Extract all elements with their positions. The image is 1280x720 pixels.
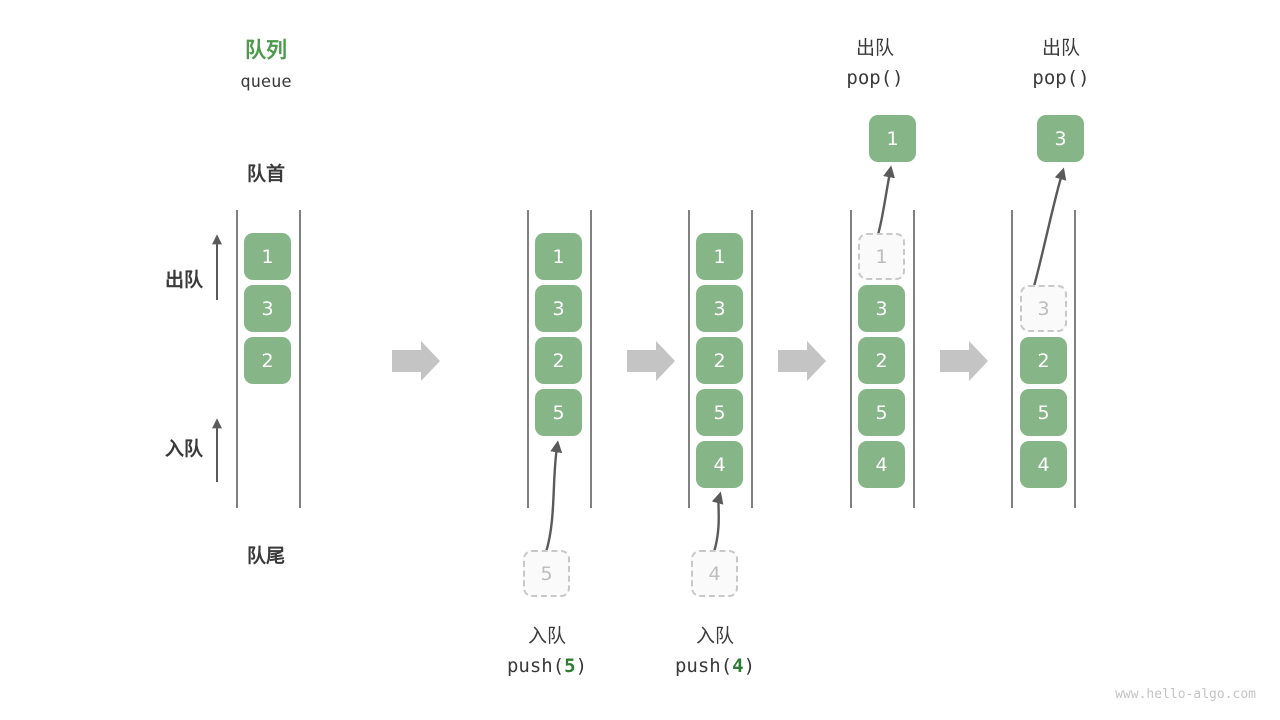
queue-node[interactable]: 2: [244, 337, 291, 384]
queue-node[interactable]: 1: [244, 233, 291, 280]
push-4-caption-code: push(4): [630, 655, 800, 677]
queue-node[interactable]: 4: [1020, 441, 1067, 488]
pop-3-caption-cn: 出队: [1041, 37, 1080, 59]
queue-node-new[interactable]: 4: [696, 441, 743, 488]
rear-label: 队尾: [246, 545, 285, 567]
queue-node[interactable]: 5: [696, 389, 743, 436]
step-arrow-4: [940, 341, 988, 381]
page-subtitle: queue: [240, 72, 292, 92]
code-suffix: ): [743, 655, 756, 677]
queue-node-new[interactable]: 5: [535, 389, 582, 436]
queue-column-push-4: 1 3 2 5 4: [696, 233, 743, 488]
queue-node[interactable]: 3: [535, 285, 582, 332]
queue-column-initial: 1 3 2: [244, 233, 291, 384]
pop-1-caption-code: pop(): [812, 67, 938, 89]
push-4-pointer-arrow: [711, 491, 724, 553]
queue-node-removed[interactable]: 1: [858, 233, 905, 280]
code-prefix: push(: [506, 655, 565, 677]
step-arrow-1: [392, 341, 440, 381]
code-prefix: push(: [674, 655, 733, 677]
step-arrow-2: [627, 341, 675, 381]
push-5-pointer-arrow: [544, 440, 563, 553]
popped-node-1[interactable]: 1: [869, 115, 916, 162]
queue-node[interactable]: 2: [696, 337, 743, 384]
incoming-node-5[interactable]: 5: [523, 550, 570, 597]
code-arg: 5: [564, 655, 576, 677]
queue-node[interactable]: 4: [858, 441, 905, 488]
queue-column-pop-1: 1 3 2 5 4: [858, 233, 905, 488]
queue-column-pop-3: 3 2 5 4: [1020, 285, 1067, 488]
watermark: www.hello-algo.com: [1115, 687, 1256, 702]
pop-3-caption-code: pop(): [998, 67, 1124, 89]
queue-node[interactable]: 3: [244, 285, 291, 332]
queue-node[interactable]: 1: [696, 233, 743, 280]
push-5-caption-cn: 入队: [527, 625, 566, 647]
queue-node-removed[interactable]: 3: [1020, 285, 1067, 332]
code-prefix: pop(: [846, 67, 893, 89]
code-suffix: ): [1078, 67, 1090, 89]
pop-1-caption-cn: 出队: [855, 37, 894, 59]
queue-node[interactable]: 1: [535, 233, 582, 280]
queue-node[interactable]: 5: [858, 389, 905, 436]
incoming-node-4[interactable]: 4: [691, 550, 738, 597]
push-4-caption-cn: 入队: [695, 625, 734, 647]
queue-column-push-5: 1 3 2 5: [535, 233, 582, 436]
code-suffix: ): [575, 655, 588, 677]
queue-node[interactable]: 2: [535, 337, 582, 384]
pop-1-pointer-arrow: [874, 165, 895, 243]
push-5-caption-code: push(5): [462, 655, 632, 677]
dequeue-label: 出队: [164, 269, 203, 291]
rails: [236, 210, 1076, 508]
front-label: 队首: [246, 163, 285, 185]
pop-3-pointer-arrow: [1031, 167, 1067, 291]
code-prefix: pop(: [1032, 67, 1079, 89]
queue-node[interactable]: 2: [1020, 337, 1067, 384]
code-arg: 4: [732, 655, 744, 677]
queue-node[interactable]: 3: [696, 285, 743, 332]
page-title: 队列: [245, 38, 287, 62]
popped-node-3[interactable]: 3: [1037, 115, 1084, 162]
queue-node[interactable]: 5: [1020, 389, 1067, 436]
queue-node[interactable]: 3: [858, 285, 905, 332]
queue-node[interactable]: 2: [858, 337, 905, 384]
code-suffix: ): [892, 67, 904, 89]
enqueue-label: 入队: [164, 438, 203, 460]
step-arrow-3: [778, 341, 826, 381]
push-pointers: [544, 440, 724, 553]
